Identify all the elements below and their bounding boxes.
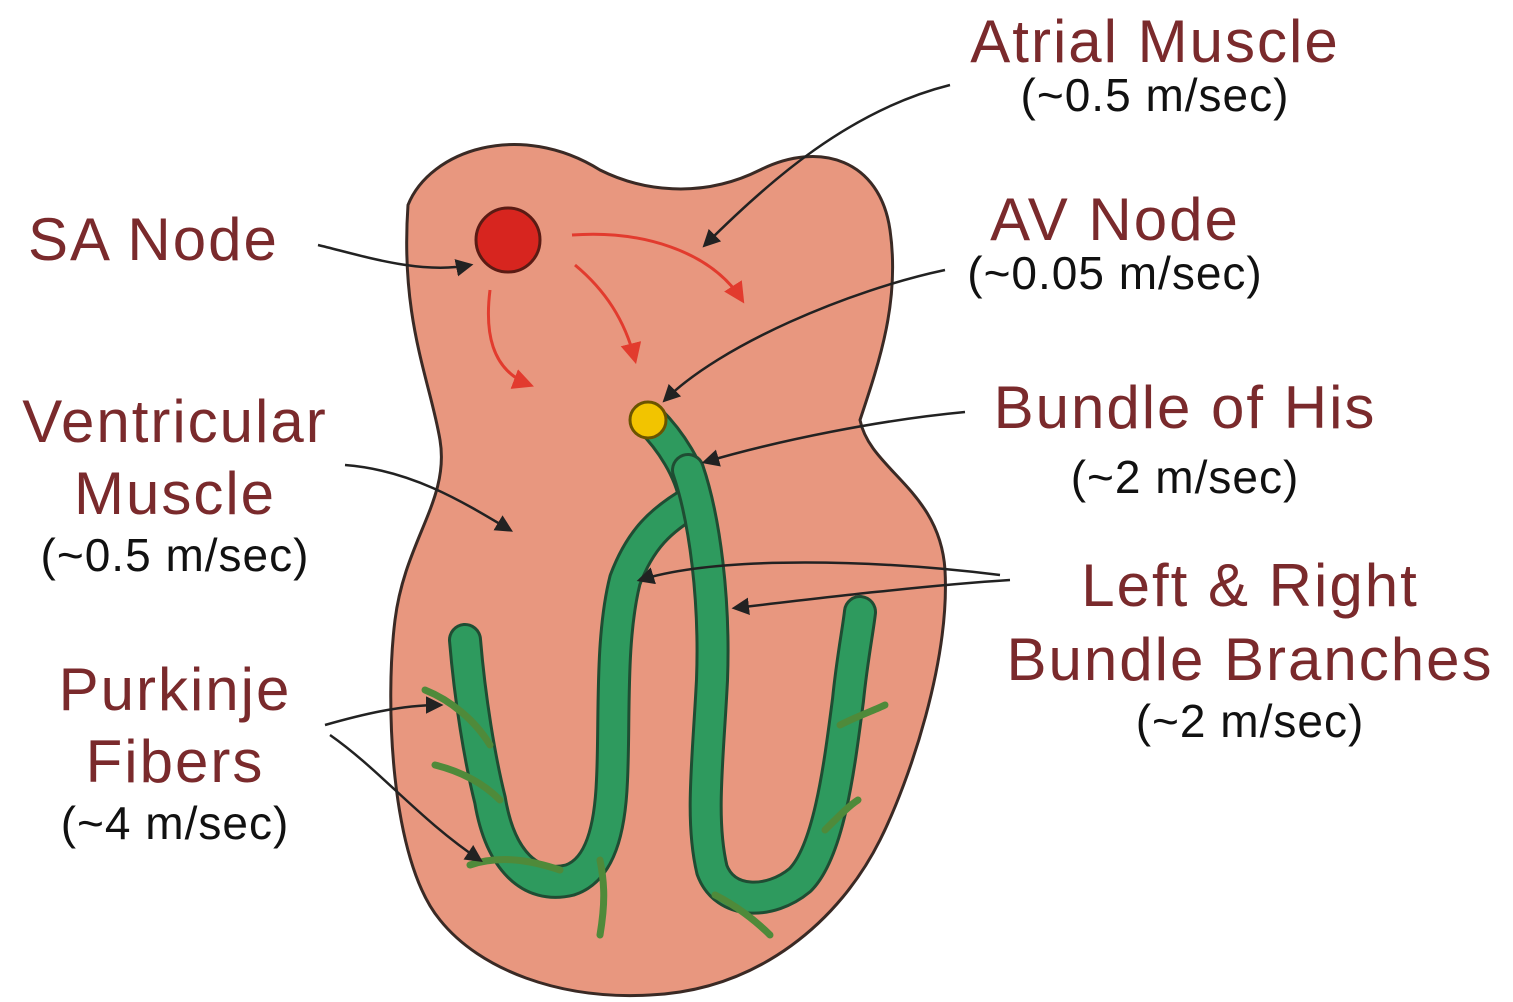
bundle-of-his-speed: (~2 m/sec) <box>970 454 1400 500</box>
av-node-name: AV Node <box>940 190 1290 250</box>
atrial-muscle-name: Atrial Muscle <box>950 12 1360 72</box>
label-sa-node: SA Node <box>28 210 279 270</box>
purkinje-fibers-speed: (~4 m/sec) <box>20 800 330 846</box>
purkinje-fibers-name-line1: Purkinje <box>20 660 330 720</box>
av-node-dot <box>630 402 666 438</box>
ventricular-muscle-name-line2: Muscle <box>10 464 340 524</box>
label-bundle-of-his: Bundle of His (~2 m/sec) <box>970 378 1400 500</box>
bundle-of-his-name: Bundle of His <box>970 378 1400 438</box>
label-atrial-muscle: Atrial Muscle (~0.5 m/sec) <box>950 12 1360 118</box>
label-bundle-branches: Left & Right Bundle Branches (~2 m/sec) <box>990 556 1510 744</box>
bundle-branches-name-line2: Bundle Branches <box>990 630 1510 690</box>
av-node-speed: (~0.05 m/sec) <box>940 250 1290 296</box>
ventricular-muscle-speed: (~0.5 m/sec) <box>10 532 340 578</box>
heart-outline <box>391 145 946 996</box>
label-purkinje-fibers: Purkinje Fibers (~4 m/sec) <box>20 660 330 846</box>
bundle-branches-name-line1: Left & Right <box>990 556 1510 616</box>
purkinje-strand <box>600 860 604 935</box>
ventricular-muscle-name-line1: Ventricular <box>10 392 340 452</box>
bundle-branches-speed: (~2 m/sec) <box>990 698 1510 744</box>
label-av-node: AV Node (~0.05 m/sec) <box>940 190 1290 296</box>
atrial-muscle-speed: (~0.5 m/sec) <box>950 72 1360 118</box>
label-ventricular-muscle: Ventricular Muscle (~0.5 m/sec) <box>10 392 340 578</box>
sa-node-name: SA Node <box>28 210 279 270</box>
sa-node-dot <box>476 208 540 272</box>
purkinje-fibers-name-line2: Fibers <box>20 732 330 792</box>
